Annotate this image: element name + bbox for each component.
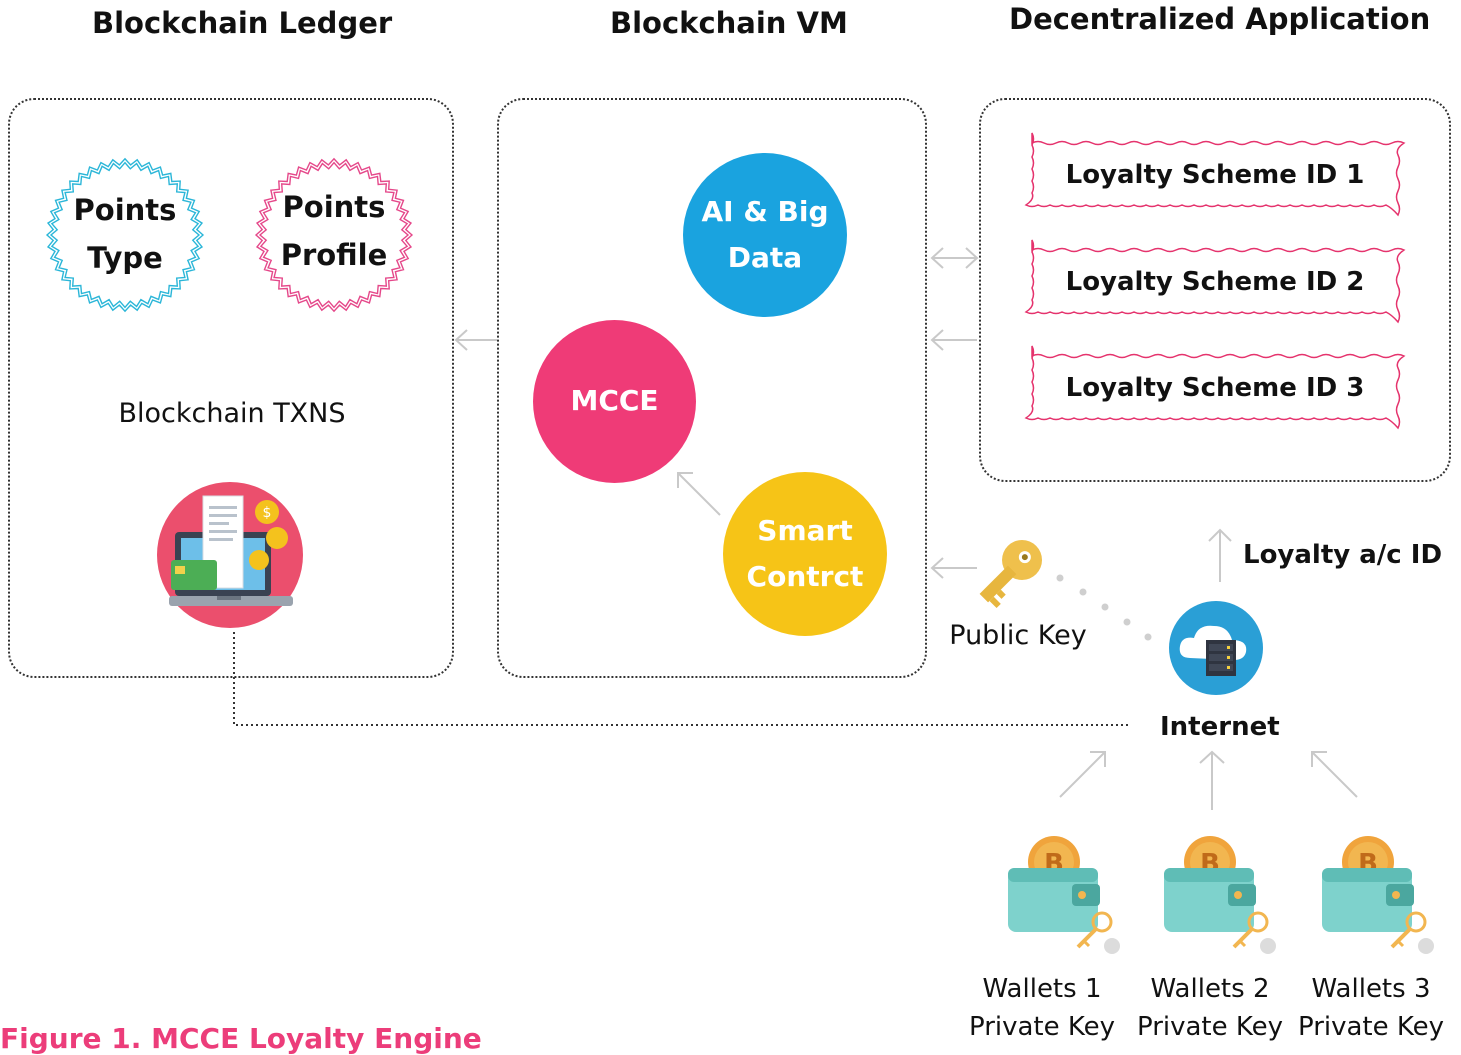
points-profile-ring [254, 157, 414, 313]
public-key-icon [979, 539, 1043, 609]
arrow-wallet2-to-internet [1199, 750, 1225, 810]
bitcoin-wallet-icon: B [1322, 836, 1434, 954]
vm-title: Blockchain VM [610, 6, 848, 40]
arrow-smart-to-mcce [677, 472, 721, 516]
wallet-3-label: Wallets 3 Private Key [1296, 970, 1446, 1046]
loyalty-account-label: Loyalty a/c ID [1243, 540, 1443, 570]
laptop-internet-dotted-line [233, 632, 1130, 726]
public-key-label: Public Key [949, 620, 1087, 651]
mcce-circle: MCCE [533, 320, 696, 483]
arrow-key-to-vm [930, 557, 977, 579]
points-profile-label: Points Profile [280, 190, 388, 272]
internet-label: Internet [1160, 712, 1280, 742]
wallet-2-label: Wallets 2 Private Key [1135, 970, 1285, 1046]
smart-contract-label: Smart Contrct [746, 513, 864, 593]
wallet-2-name: Wallets 2 [1150, 974, 1270, 1004]
arrow-dapp-to-vm [930, 329, 977, 351]
scheme-3-label: Loyalty Scheme ID 3 [1065, 373, 1365, 403]
ledger-box [8, 98, 454, 678]
laptop-payment-icon: $ [157, 482, 303, 628]
scheme-2-label: Loyalty Scheme ID 2 [1065, 267, 1365, 297]
key-server-dots [1056, 574, 1152, 641]
scheme-1-label: Loyalty Scheme ID 1 [1065, 160, 1365, 190]
scheme-box-border [1024, 239, 1406, 324]
points-type-ring [45, 157, 205, 313]
scheme-box-border [1024, 132, 1406, 217]
figure-caption: Figure 1. MCCE Loyalty Engine [0, 1022, 482, 1055]
cloud-server-icon [1169, 601, 1263, 695]
smart-contract-circle: Smart Contrct [723, 472, 887, 636]
wallet-3-key: Private Key [1297, 1012, 1445, 1042]
wallet-1-key: Private Key [968, 1012, 1116, 1042]
wallet-1-name: Wallets 1 [982, 974, 1102, 1004]
arrow-dapp-vm-double [930, 247, 979, 269]
arrow-internet-to-dapp [1208, 528, 1232, 582]
vm-box [497, 98, 927, 678]
points-type-label: Points Type [73, 193, 177, 275]
dapp-title: Decentralized Application [1009, 2, 1431, 36]
mcce-label: MCCE [570, 384, 659, 418]
ledger-title: Blockchain Ledger [92, 6, 393, 40]
bitcoin-wallet-icon: B [1164, 836, 1276, 954]
arrow-wallet1-to-internet [1059, 751, 1106, 798]
wallet-3-name: Wallets 3 [1311, 974, 1431, 1004]
bitcoin-wallet-icon: B [1008, 836, 1120, 954]
scheme-box-border [1024, 345, 1406, 430]
wallet-1-label: Wallets 1 Private Key [967, 970, 1117, 1046]
dapp-box [979, 98, 1451, 482]
wallet-2-key: Private Key [1136, 1012, 1284, 1042]
blockchain-txns-label: Blockchain TXNS [118, 398, 346, 429]
svg-text:$: $ [263, 505, 272, 521]
ai-big-data-label: AI & Big Data [701, 194, 829, 274]
arrow-wallet3-to-internet [1311, 751, 1358, 798]
arrow-vm-to-ledger [454, 329, 497, 351]
ai-big-data-circle: AI & Big Data [683, 153, 847, 317]
